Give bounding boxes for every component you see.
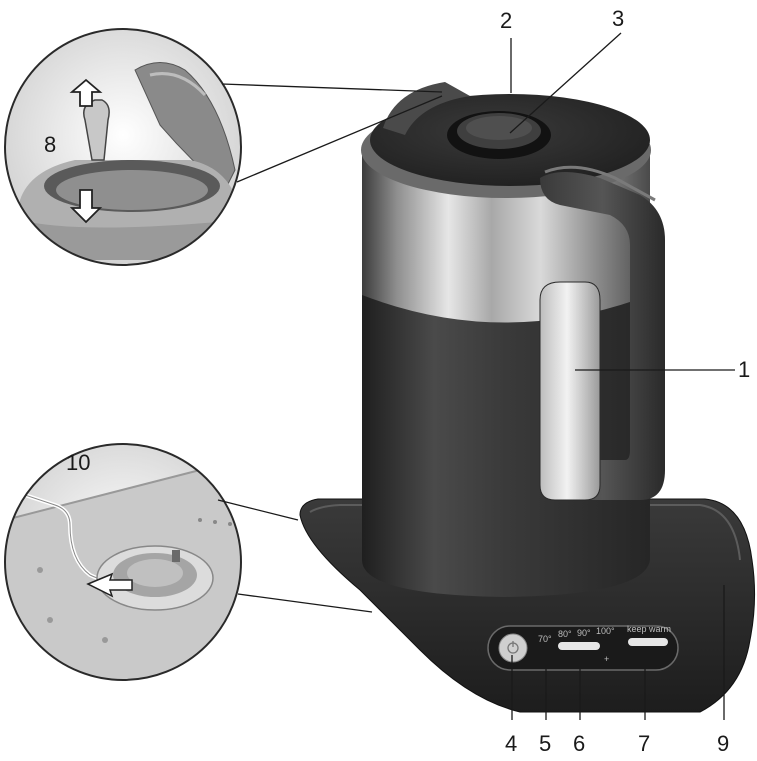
callout-7: 7: [638, 731, 650, 756]
leader-3: [509, 32, 622, 134]
keep-warm-label: keep warm: [627, 624, 671, 634]
power-button[interactable]: [498, 633, 528, 663]
keep-warm-button[interactable]: [628, 638, 668, 646]
temp-70-label: 70°: [538, 634, 552, 644]
control-panel: 70° 80° 90° 100° + keep warm: [487, 624, 679, 671]
temp-100-label: 100°: [596, 626, 615, 636]
callout-1: 1: [738, 357, 750, 382]
temp-80-label: 80°: [558, 629, 572, 639]
callout-leaders: [509, 32, 735, 720]
cord-storage-inset: [4, 443, 373, 681]
arrow-down-icon: [69, 189, 103, 224]
kettle-handle[interactable]: [540, 165, 665, 500]
callout-10: 10: [66, 450, 90, 475]
lid-detail-inset: [4, 28, 443, 266]
temp-plus-label: +: [604, 654, 609, 664]
temperature-button[interactable]: [558, 642, 600, 650]
temp-90-label: 90°: [577, 628, 591, 638]
callout-8: 8: [44, 132, 56, 157]
lid-release-button[interactable]: [447, 111, 551, 159]
callout-5: 5: [539, 731, 551, 756]
kettle-body: [361, 82, 651, 597]
callout-4: 4: [505, 731, 517, 756]
power-icon: [507, 641, 519, 654]
callout-6: 6: [573, 731, 585, 756]
water-level-window: [539, 281, 601, 501]
callout-3: 3: [612, 6, 624, 31]
callout-2: 2: [500, 8, 512, 33]
arrow-up-icon: [69, 78, 103, 107]
callout-9: 9: [717, 731, 729, 756]
